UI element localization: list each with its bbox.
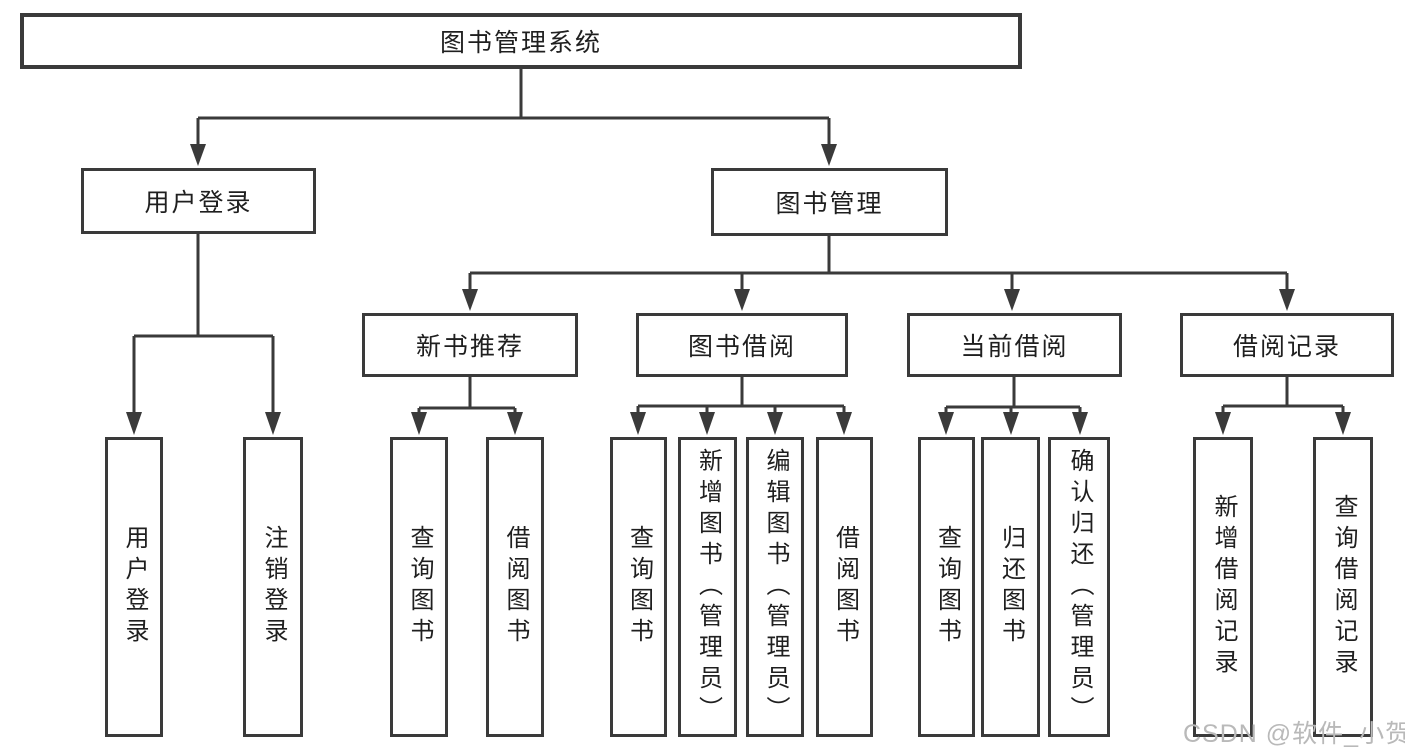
node-label: 查询图书 xyxy=(933,525,961,649)
arrow-icon xyxy=(938,412,954,435)
arrow-icon xyxy=(1279,289,1295,311)
arrow-icon xyxy=(1004,289,1020,311)
node-label: 用户登录 xyxy=(144,189,253,217)
arrowheads xyxy=(126,144,1351,435)
leaf-borrow-books-recommend: 借阅图书 xyxy=(486,437,544,737)
arrow-icon xyxy=(1072,412,1088,435)
node-label: 图书借阅 xyxy=(687,333,796,361)
leaf-logout: 注销登录 xyxy=(243,437,303,737)
leaf-confirm-return-admin: 确认归还（管理员） xyxy=(1048,437,1110,737)
node-label: 借阅图书 xyxy=(502,525,529,649)
arrow-icon xyxy=(190,144,206,166)
node-new-book-recommend: 新书推荐 xyxy=(362,313,578,377)
leaf-edit-book-admin: 编辑图书（管理员） xyxy=(746,437,804,737)
arrow-icon xyxy=(821,144,837,166)
arrow-icon xyxy=(411,412,427,435)
node-label: 查询图书 xyxy=(406,525,433,649)
node-book-borrowing: 图书借阅 xyxy=(636,313,848,377)
arrow-icon xyxy=(126,412,142,435)
connector-current-borrow-to-leaves xyxy=(944,377,1082,414)
connector-root-to-level2 xyxy=(196,69,831,147)
arrow-icon xyxy=(630,412,646,435)
node-label: 图书管理 xyxy=(775,190,884,218)
arrow-icon xyxy=(767,412,783,435)
arrow-icon xyxy=(1003,412,1019,435)
node-label: 借阅记录 xyxy=(1232,333,1341,361)
arrow-icon xyxy=(734,289,750,311)
connector-new-books-to-leaves xyxy=(417,377,517,414)
node-label: 查询借阅记录 xyxy=(1330,494,1357,680)
arrow-icon xyxy=(1335,412,1351,435)
arrow-icon xyxy=(265,412,281,435)
leaf-query-books-borrowing: 查询图书 xyxy=(610,437,667,737)
arrow-icon xyxy=(1215,412,1231,435)
node-book-management: 图书管理 xyxy=(711,168,948,236)
node-label: 编辑图书（管理员） xyxy=(762,447,789,727)
node-label: 新增借阅记录 xyxy=(1210,494,1237,680)
arrow-icon xyxy=(699,412,715,435)
node-borrow-records: 借阅记录 xyxy=(1180,313,1394,377)
arrow-icon xyxy=(836,412,852,435)
node-label: 归还图书 xyxy=(997,525,1025,649)
node-label: 新书推荐 xyxy=(415,333,524,361)
node-label: 借阅图书 xyxy=(831,525,859,649)
node-label: 当前借阅 xyxy=(960,333,1069,361)
arrow-icon xyxy=(507,412,523,435)
leaf-return-book: 归还图书 xyxy=(981,437,1040,737)
node-label: 用户登录 xyxy=(121,525,148,649)
node-user-login: 用户登录 xyxy=(81,168,316,234)
node-current-borrowing: 当前借阅 xyxy=(907,313,1122,377)
connector-book-mgmt-to-level3 xyxy=(468,236,1289,291)
leaf-query-books-current: 查询图书 xyxy=(918,437,975,737)
leaf-user-login: 用户登录 xyxy=(105,437,163,737)
node-label: 查询图书 xyxy=(625,525,653,649)
connector-book-borrow-to-leaves xyxy=(636,377,846,414)
leaf-add-borrow-record: 新增借阅记录 xyxy=(1193,437,1253,737)
leaf-query-borrow-record: 查询借阅记录 xyxy=(1313,437,1373,737)
leaf-borrow-books: 借阅图书 xyxy=(816,437,873,737)
leaf-add-book-admin: 新增图书（管理员） xyxy=(678,437,737,737)
node-library-system: 图书管理系统 xyxy=(20,13,1022,69)
connector-borrow-records-to-leaves xyxy=(1221,377,1345,414)
connector-user-login-to-leaves xyxy=(132,234,275,414)
node-label: 图书管理系统 xyxy=(439,29,602,57)
node-label: 注销登录 xyxy=(260,525,287,649)
leaf-query-books-recommend: 查询图书 xyxy=(390,437,448,737)
node-label: 新增图书（管理员） xyxy=(694,447,722,727)
node-label: 确认归还（管理员） xyxy=(1066,447,1093,727)
arrow-icon xyxy=(462,289,478,311)
csdn-watermark: CSDN @软件_小贺同学 xyxy=(1183,720,1405,747)
